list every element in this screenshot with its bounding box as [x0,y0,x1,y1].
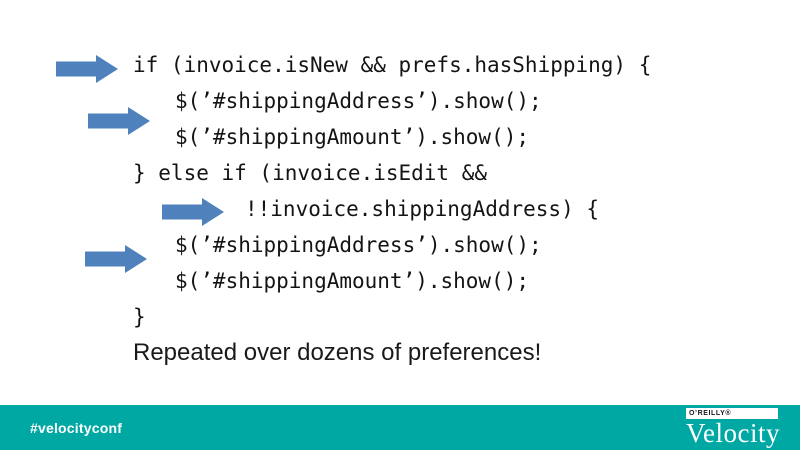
block-arrow-icon [56,55,118,83]
code-line: $(’#shippingAmount’).show(); [175,269,530,293]
velocity-logo: O’REILLY® Velocity [686,408,780,448]
code-line: if (invoice.isNew && prefs.hasShipping) … [133,53,652,77]
code-line: $(’#shippingAddress’).show(); [175,233,542,257]
block-arrow-icon [85,245,147,273]
code-block: if (invoice.isNew && prefs.hasShipping) … [133,47,651,371]
code-line: !!invoice.shippingAddress) { [245,197,600,221]
block-arrow-icon [88,107,150,135]
code-line: $(’#shippingAddress’).show(); [175,89,542,113]
conference-hashtag: #velocityconf [30,419,123,436]
oreilly-logo-box: O’REILLY® [686,408,778,419]
footer-bar: #velocityconf O’REILLY® Velocity [0,405,800,450]
code-line: $(’#shippingAmount’).show(); [175,125,530,149]
oreilly-brand-text: O’REILLY® [689,410,732,417]
velocity-wordmark: Velocity [686,418,780,448]
code-line: } [133,305,146,329]
code-line: } else if (invoice.isEdit && [133,161,488,185]
block-arrow-icon [162,198,224,226]
caption-text: Repeated over dozens of preferences! [133,339,542,366]
